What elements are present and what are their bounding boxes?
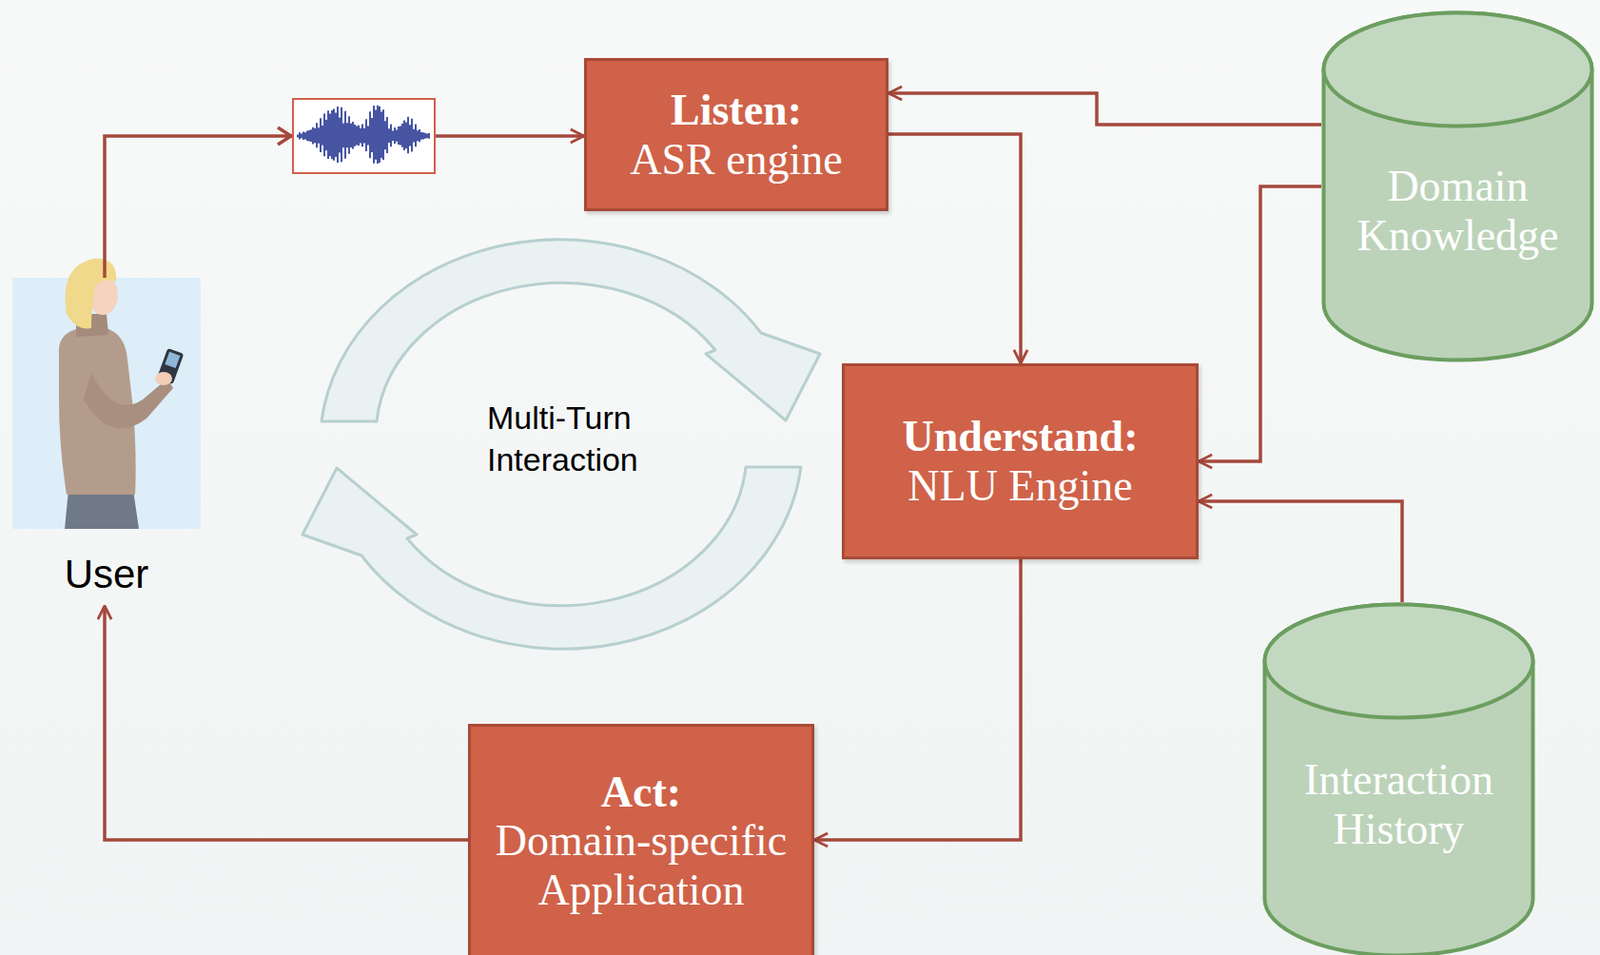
user-hair <box>65 258 118 330</box>
user-hand <box>155 371 173 386</box>
box-text: Domain Knowledge <box>1336 161 1580 260</box>
box-heading: Listen: <box>670 85 802 136</box>
waveform-frame <box>292 98 435 174</box>
user-figure: User <box>12 277 201 606</box>
box-heading: Understand: <box>902 411 1139 462</box>
user-arm <box>83 372 174 429</box>
cycle-arrow-bottom <box>302 467 801 649</box>
flow-arrow <box>814 559 1021 840</box>
process-box: Act:Domain-specific Application <box>468 723 815 955</box>
database-cylinder: Interaction History <box>1262 602 1536 955</box>
box-text: Domain-specific Application <box>484 816 799 915</box>
waveform-arrowhead <box>277 127 292 145</box>
box-text: NLU Engine <box>907 461 1132 511</box>
flow-arrow <box>888 134 1021 364</box>
user-skirt <box>64 489 139 529</box>
user-photo-ground <box>12 277 201 529</box>
waveform-trace <box>297 105 430 164</box>
box-heading: Act: <box>601 767 682 818</box>
user-label: User <box>64 552 150 597</box>
box-text: ASR engine <box>629 135 843 185</box>
database-cylinder: Domain Knowledge <box>1321 10 1595 363</box>
cycle-arrow <box>302 239 820 649</box>
process-box: Understand:NLU Engine <box>841 363 1199 560</box>
cycle-arrow-top <box>321 239 820 422</box>
box-text: Interaction History <box>1277 755 1521 854</box>
flow-arrow <box>888 93 1322 125</box>
cycle-label: Multi-Turn Interaction <box>487 397 678 481</box>
user-phone-screen <box>164 351 180 369</box>
flow-arrow <box>1198 501 1403 603</box>
process-box: Listen:ASR engine <box>584 58 889 212</box>
flow-arrow <box>1198 186 1322 462</box>
flow-arrow <box>104 605 469 840</box>
